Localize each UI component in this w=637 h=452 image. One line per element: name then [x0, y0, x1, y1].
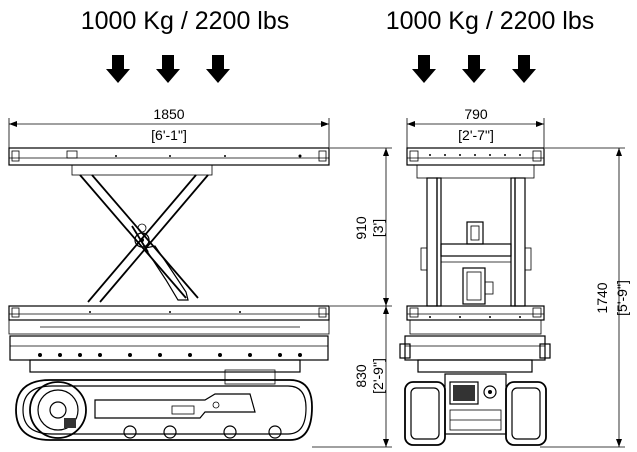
down-arrow-icon: [412, 55, 436, 83]
side-width-dimension: [8, 118, 330, 148]
side-lift-mm: 910: [353, 216, 369, 240]
front-width-ft: [2'-7"]: [458, 127, 494, 143]
side-width-ft: [6'-1"]: [151, 127, 187, 143]
down-arrow-icon: [106, 55, 130, 83]
front-height-mm: 1740: [594, 282, 610, 313]
side-height-dimensions: [312, 147, 392, 448]
front-width-mm: 790: [464, 106, 488, 122]
front-load-label: 1000 Kg / 2200 lbs: [386, 7, 595, 35]
front-height-dimension: [540, 147, 625, 448]
front-view-machine: [399, 147, 551, 446]
down-arrow-icon: [462, 55, 486, 83]
down-arrow-icon: [206, 55, 230, 83]
side-load-label: 1000 Kg / 2200 lbs: [81, 7, 290, 35]
side-lift-ft: [3']: [370, 219, 386, 237]
front-width-dimension: [406, 118, 545, 148]
front-height-ft: [5'-9"]: [614, 280, 630, 316]
down-arrow-icon: [512, 55, 536, 83]
side-base-mm: 830: [353, 364, 369, 388]
side-base-ft: [2'-9"]: [370, 358, 386, 394]
side-load-arrows: [106, 55, 230, 83]
side-width-mm: 1850: [153, 106, 184, 122]
front-load-arrows: [412, 55, 536, 83]
down-arrow-icon: [156, 55, 180, 83]
side-view-machine: [8, 147, 330, 441]
